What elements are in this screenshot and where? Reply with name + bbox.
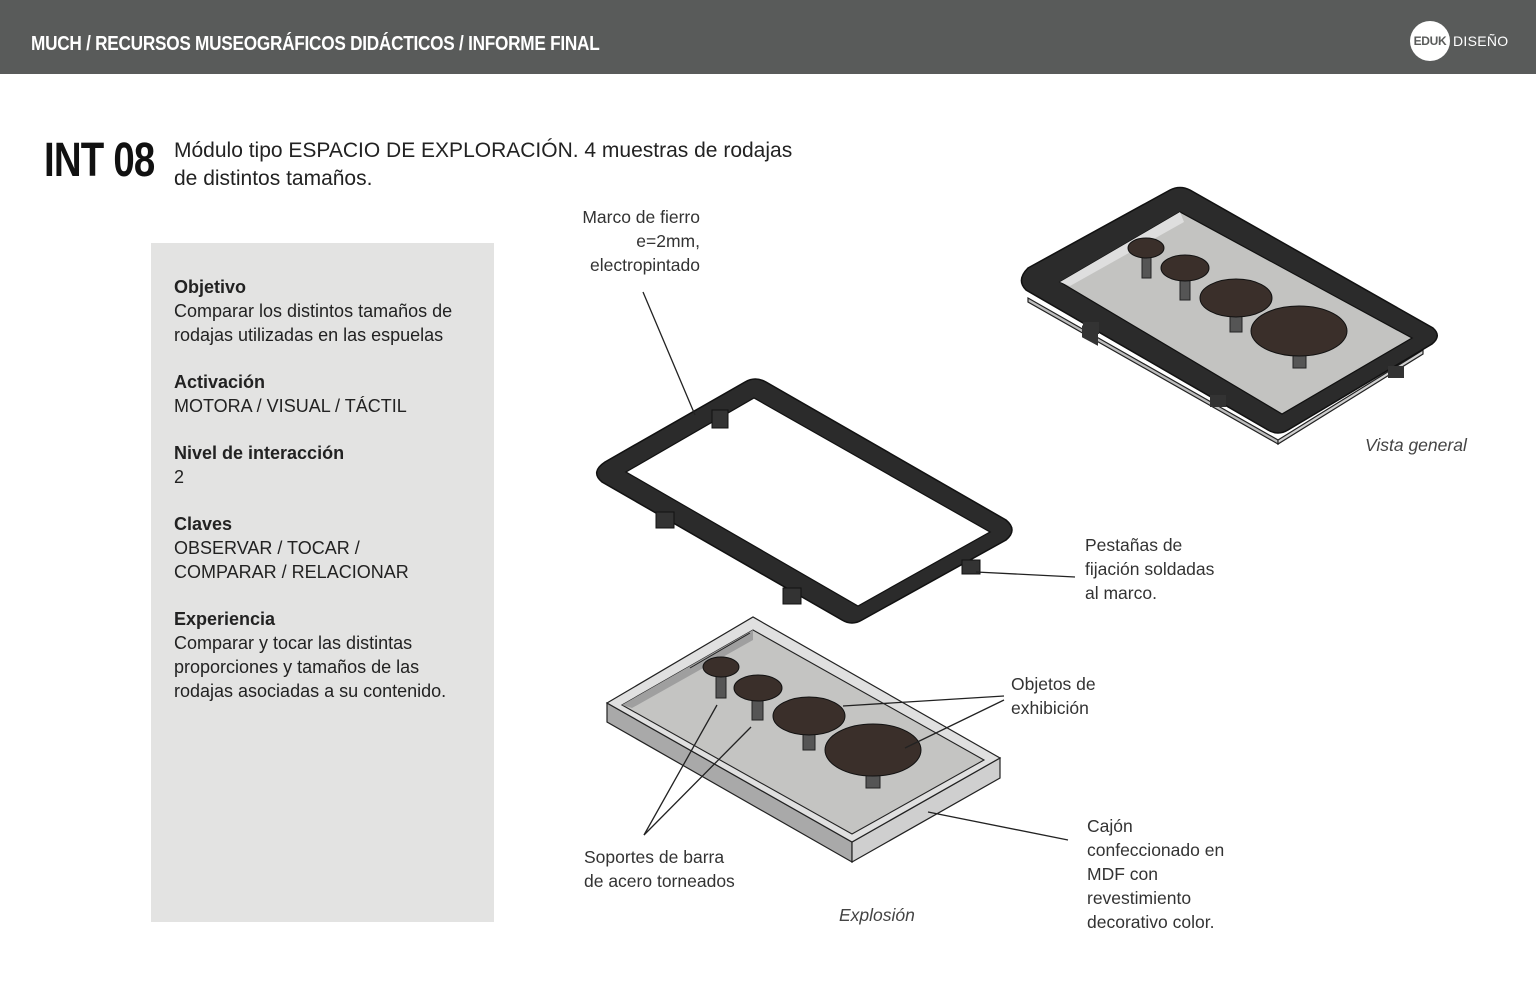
objetivo-label: Objetivo (174, 277, 247, 297)
objetos-line2: exhibición (1011, 698, 1089, 718)
cajon-line2: confeccionado en (1087, 840, 1225, 860)
module-description: Módulo tipo ESPACIO DE EXPLORACIÓN. 4 mu… (174, 137, 814, 193)
general-view-assembly (1020, 186, 1438, 446)
objetivo-line1: Comparar los distintos tamaños de (174, 301, 453, 321)
experiencia-label: Experiencia (174, 609, 276, 629)
objetivo-line2: rodajas utilizadas en las espuelas (174, 325, 444, 345)
tray-objects (702, 656, 922, 789)
module-code: INT 08 (44, 134, 155, 187)
cajon-line3: MDF con (1087, 864, 1158, 884)
marco-line3: electropintado (590, 255, 700, 275)
cajon-line4: revestimiento (1087, 888, 1192, 908)
marco-annotation: Marco de fierro e=2mm, electropintado (560, 205, 700, 277)
activacion-label: Activación (174, 372, 266, 392)
nivel-value: 2 (174, 467, 185, 487)
cajon-annotation: Cajón confeccionado en MDF con revestimi… (1087, 814, 1224, 934)
activacion-section: Activación MOTORA / VISUAL / TÁCTIL (174, 370, 494, 418)
general-objects (1127, 237, 1348, 369)
marco-line1: Marco de fierro (582, 207, 700, 227)
objetos-annotation: Objetos de exhibición (1011, 672, 1096, 720)
claves-section: Claves OBSERVAR / TOCAR / COMPARAR / REL… (174, 512, 494, 584)
pestanas-line3: al marco. (1085, 583, 1157, 603)
pestanas-line2: fijación soldadas (1085, 559, 1215, 579)
soportes-line1: Soportes de barra (584, 847, 725, 867)
claves-line2: COMPARAR / RELACIONAR (174, 562, 409, 582)
leader-lines (642, 291, 1076, 841)
soportes-annotation: Soportes de barra de acero torneados (584, 845, 735, 893)
nivel-label: Nivel de interacción (174, 443, 345, 463)
experiencia-section: Experiencia Comparar y tocar las distint… (174, 607, 494, 703)
vista-general-caption: Vista general (1365, 435, 1467, 455)
nivel-section: Nivel de interacción 2 (174, 441, 494, 489)
info-panel: Objetivo Comparar los distintos tamaños … (151, 243, 494, 922)
soportes-line2: de acero torneados (584, 871, 735, 891)
experiencia-line1: Comparar y tocar las distintas (174, 633, 413, 653)
activacion-value: MOTORA / VISUAL / TÁCTIL (174, 396, 407, 416)
experiencia-line2: proporciones y tamaños de las (174, 657, 420, 677)
exploded-tray (605, 616, 1002, 864)
header-bar: MUCH / RECURSOS MUSEOGRÁFICOS DIDÁCTICOS… (0, 0, 1536, 74)
experiencia-line3: rodajas asociadas a su contenido. (174, 681, 447, 701)
marco-line2: e=2mm, (636, 231, 700, 251)
explosion-caption: Explosión (839, 905, 915, 925)
module-description-line1: Módulo tipo ESPACIO DE EXPLORACIÓN. 4 mu… (174, 139, 793, 162)
logo-text: DISEÑO (1453, 33, 1509, 49)
objetos-line1: Objetos de (1011, 674, 1096, 694)
cajon-line1: Cajón (1087, 816, 1133, 836)
exploded-frame (596, 378, 1013, 624)
pestanas-line1: Pestañas de (1085, 535, 1183, 555)
cajon-line5: decorativo color. (1087, 912, 1215, 932)
objetivo-section: Objetivo Comparar los distintos tamaños … (174, 275, 494, 347)
pestanas-annotation: Pestañas de fijación soldadas al marco. (1085, 533, 1214, 605)
eduk-logo: EDUK DISEÑO (1410, 21, 1508, 61)
module-description-line2: de distintos tamaños. (174, 167, 373, 190)
claves-line1: OBSERVAR / TOCAR / (174, 538, 360, 558)
header-title: MUCH / RECURSOS MUSEOGRÁFICOS DIDÁCTICOS… (31, 33, 600, 55)
logo-mark: EDUK (1410, 21, 1450, 61)
claves-label: Claves (174, 514, 233, 534)
